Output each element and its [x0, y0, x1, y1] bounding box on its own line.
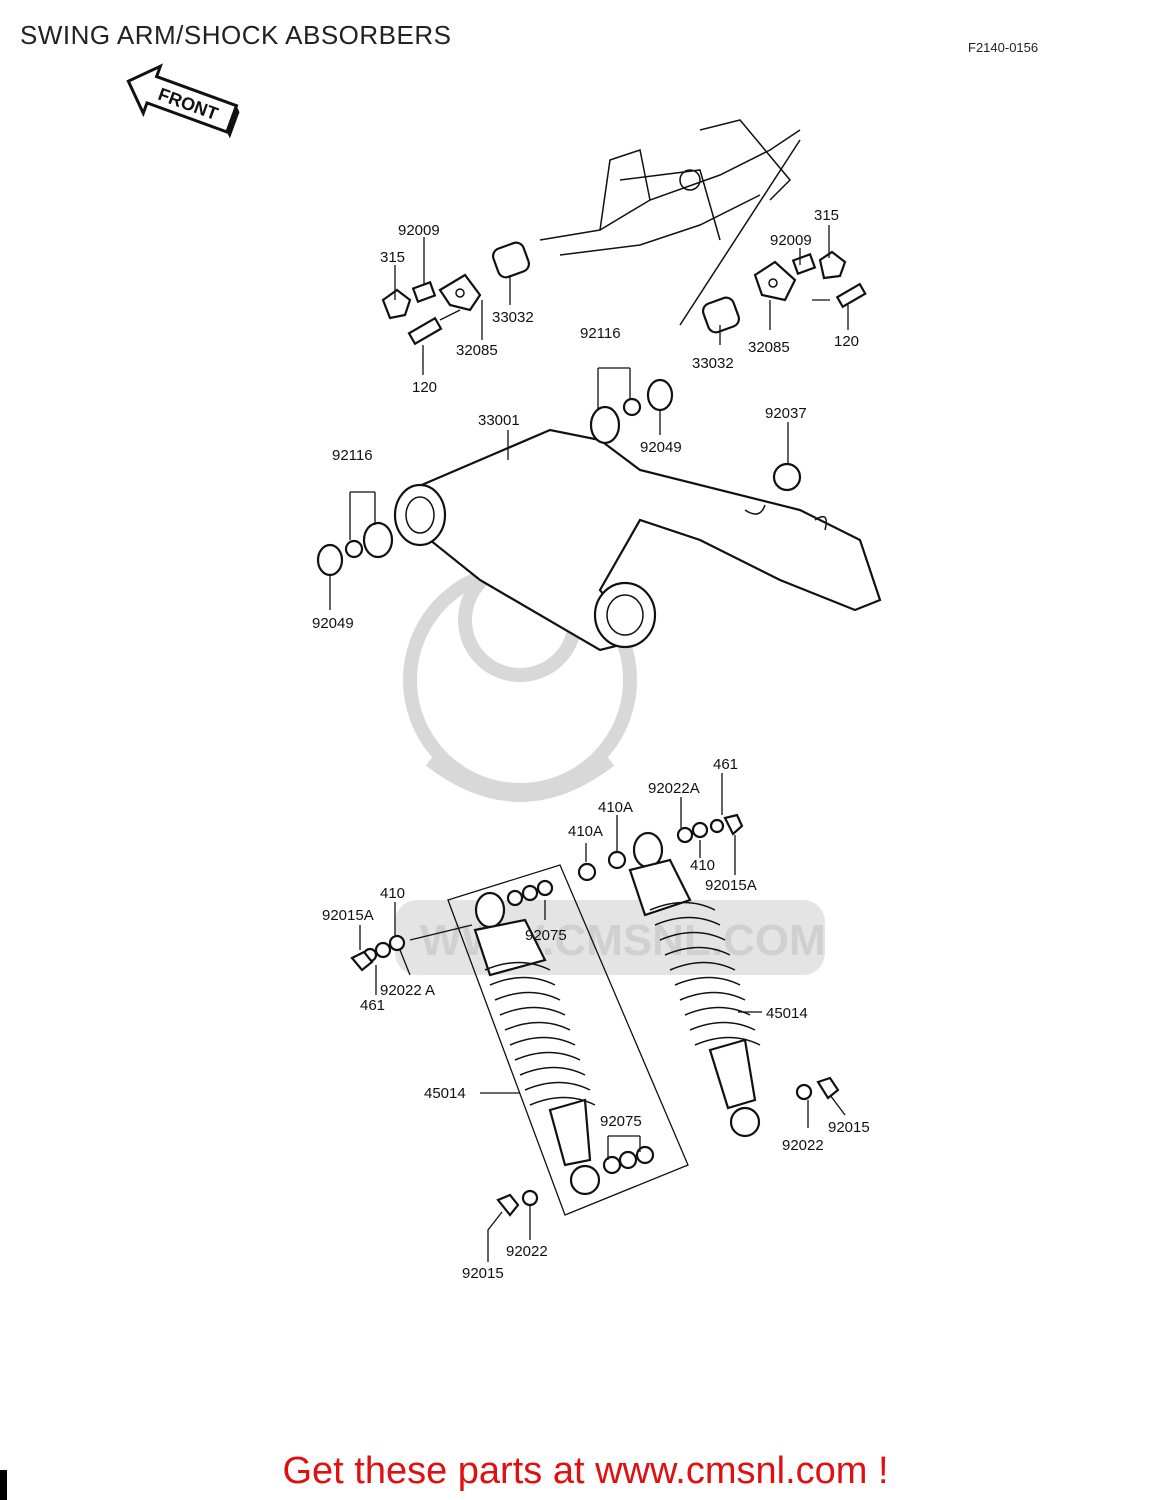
label-92015-bottom: 92015	[462, 1265, 504, 1282]
label-33032-right: 33032	[692, 355, 734, 372]
label-461-top: 461	[713, 756, 738, 773]
label-92049-left: 92049	[312, 615, 354, 632]
label-92022a-left: 92022 A	[380, 982, 435, 999]
label-92015-right: 92015	[828, 1119, 870, 1136]
label-315-left: 315	[380, 249, 405, 266]
label-32085-left: 32085	[456, 342, 498, 359]
label-315-right: 315	[814, 207, 839, 224]
label-410-left: 410	[380, 885, 405, 902]
label-410-top: 410	[690, 857, 715, 874]
label-92037: 92037	[765, 405, 807, 422]
label-92022a-top: 92022A	[648, 780, 700, 797]
frame	[539, 119, 801, 326]
label-410a-2: 410A	[568, 823, 603, 840]
label-92022-bottom: 92022	[506, 1243, 548, 1260]
front-arrow: FRONT	[126, 63, 240, 139]
label-33001: 33001	[478, 412, 520, 429]
label-32085-right: 32085	[748, 339, 790, 356]
swing-arm	[316, 378, 882, 652]
label-33032-left: 33032	[492, 309, 534, 326]
label-120-right: 120	[834, 333, 859, 350]
diagram-code: F2140-0156	[968, 40, 1039, 55]
label-92009-right: 92009	[770, 232, 812, 249]
label-92015a-left: 92015A	[322, 907, 374, 924]
leader-lines	[329, 225, 849, 1262]
label-410a-1: 410A	[598, 799, 633, 816]
label-45014-right: 45014	[766, 1005, 808, 1022]
left-shock	[350, 864, 689, 1217]
label-120-left: 120	[412, 379, 437, 396]
label-92022-right: 92022	[782, 1137, 824, 1154]
label-461-left: 461	[360, 997, 385, 1014]
label-92075-bottom: 92075	[600, 1113, 642, 1130]
label-92116-left: 92116	[332, 447, 373, 464]
callout-labels: 92009 315 33032 32085 120 315 92009 120 …	[312, 207, 870, 1282]
label-92075-top: 92075	[525, 927, 567, 944]
label-92049-top: 92049	[640, 439, 682, 456]
label-92116-top: 92116	[580, 325, 621, 342]
label-45014-left: 45014	[424, 1085, 466, 1102]
right-shock	[577, 813, 840, 1138]
right-pivot-hardware	[701, 250, 867, 334]
label-92009-left: 92009	[398, 222, 440, 239]
diagram-title: SWING ARM/SHOCK ABSORBERS	[20, 20, 452, 50]
corner-mark	[0, 1470, 7, 1500]
promo-link[interactable]: Get these parts at www.cmsnl.com !	[282, 1450, 889, 1492]
label-92015a-top: 92015A	[705, 877, 757, 894]
left-pivot-hardware	[381, 241, 531, 346]
